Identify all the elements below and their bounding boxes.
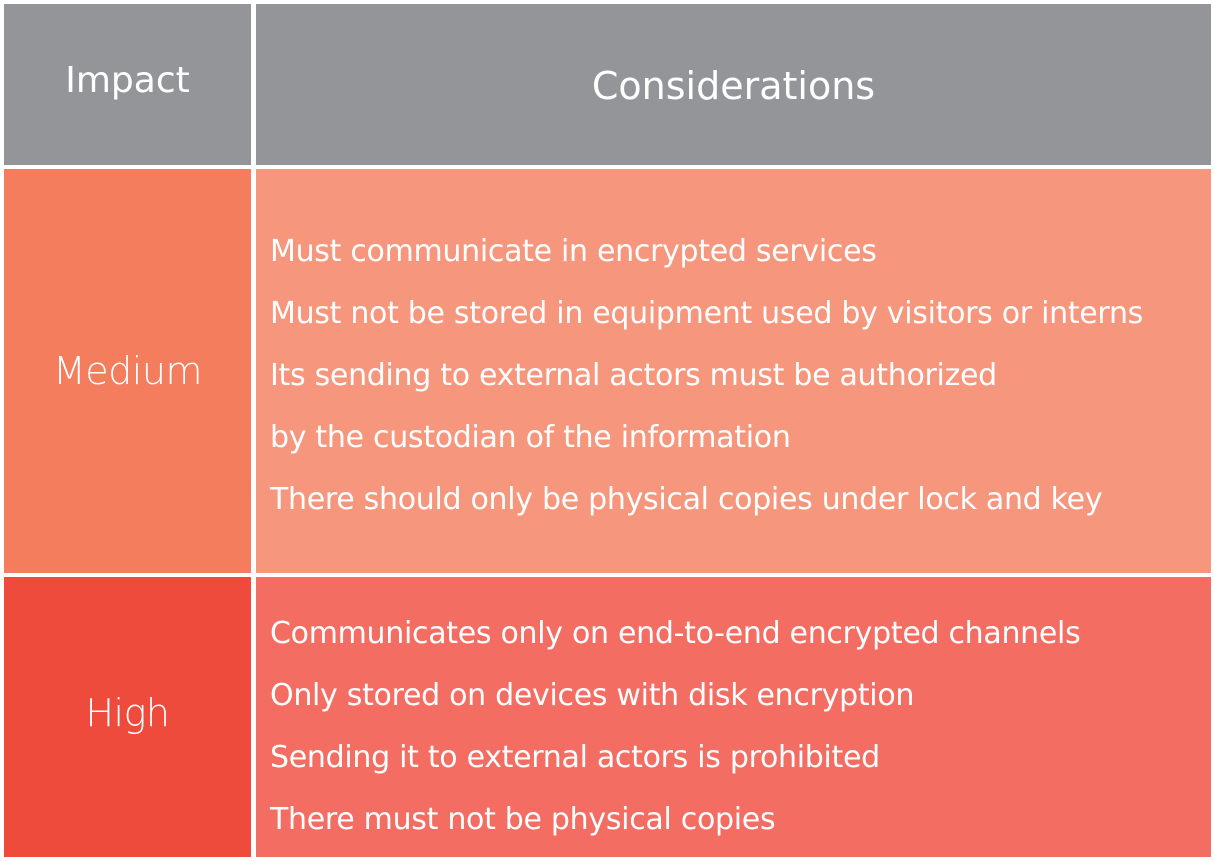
impact-table: Impact Considerations Medium Must commun… <box>4 4 1211 857</box>
consideration-item: Its sending to external actors must be a… <box>270 358 997 393</box>
considerations-high: Communicates only on end-to-end encrypte… <box>256 577 1211 857</box>
consideration-item: Sending it to external actors is prohibi… <box>270 740 880 775</box>
impact-high: High <box>4 577 251 857</box>
consideration-item: Communicates only on end-to-end encrypte… <box>270 616 1081 651</box>
consideration-item: Only stored on devices with disk encrypt… <box>270 678 915 713</box>
consideration-item: by the custodian of the information <box>270 420 791 455</box>
considerations-medium: Must communicate in encrypted services M… <box>256 169 1211 573</box>
consideration-item: There must not be physical copies <box>270 802 776 837</box>
header-considerations: Considerations <box>256 4 1211 165</box>
header-impact: Impact <box>4 4 251 165</box>
consideration-item: There should only be physical copies und… <box>270 482 1103 517</box>
impact-medium: Medium <box>4 169 251 573</box>
consideration-item: Must not be stored in equipment used by … <box>270 296 1143 331</box>
consideration-item: Must communicate in encrypted services <box>270 234 877 269</box>
